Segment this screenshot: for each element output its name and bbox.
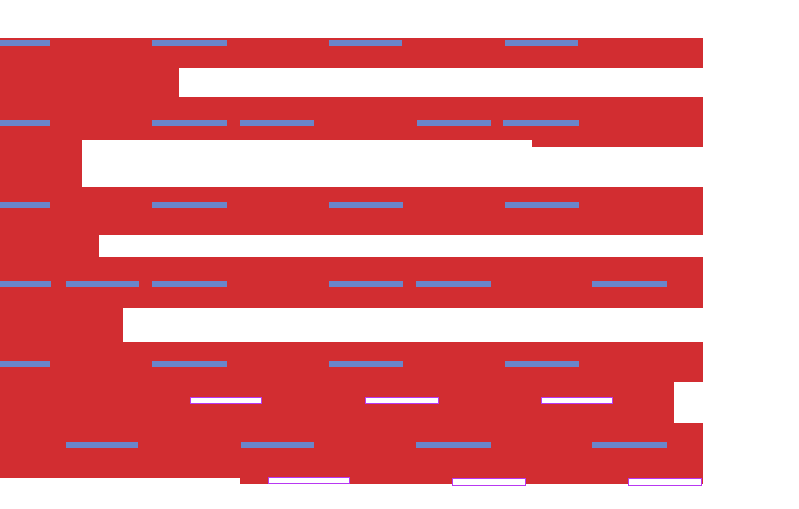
highlighted-field-bar[interactable] (365, 397, 439, 404)
link-underline-bar[interactable] (240, 120, 314, 126)
link-underline-bar[interactable] (152, 202, 227, 208)
link-underline-bar[interactable] (329, 281, 403, 287)
text-block (0, 140, 82, 187)
link-underline-bar[interactable] (505, 202, 579, 208)
link-underline-bar[interactable] (329, 361, 403, 367)
link-underline-bar[interactable] (329, 40, 402, 46)
link-underline-bar[interactable] (152, 120, 227, 126)
link-underline-bar[interactable] (66, 442, 138, 448)
highlighted-field-bar[interactable] (452, 478, 526, 486)
link-underline-bar[interactable] (0, 281, 51, 287)
link-underline-bar[interactable] (503, 120, 579, 126)
highlighted-field-bar[interactable] (190, 397, 262, 404)
link-underline-bar[interactable] (152, 281, 227, 287)
text-block (240, 423, 703, 484)
text-block (0, 308, 123, 342)
highlighted-field-bar[interactable] (268, 477, 350, 484)
link-underline-bar[interactable] (416, 281, 491, 287)
link-underline-bar[interactable] (0, 120, 50, 126)
link-underline-bar[interactable] (152, 361, 227, 367)
link-underline-bar[interactable] (505, 40, 578, 46)
link-underline-bar[interactable] (592, 442, 667, 448)
highlighted-field-bar[interactable] (628, 478, 702, 486)
link-underline-bar[interactable] (0, 40, 50, 46)
text-block (0, 97, 532, 140)
link-underline-bar[interactable] (329, 202, 403, 208)
link-underline-bar[interactable] (0, 202, 50, 208)
text-block (0, 68, 179, 97)
text-block (0, 235, 99, 257)
link-underline-bar[interactable] (592, 281, 667, 287)
link-underline-bar[interactable] (416, 442, 491, 448)
text-block (0, 187, 703, 235)
link-underline-bar[interactable] (66, 281, 139, 287)
link-underline-bar[interactable] (417, 120, 491, 126)
link-underline-bar[interactable] (152, 40, 227, 46)
link-underline-bar[interactable] (0, 361, 50, 367)
link-underline-bar[interactable] (241, 442, 314, 448)
text-block (0, 423, 240, 478)
highlighted-field-bar[interactable] (541, 397, 613, 404)
link-underline-bar[interactable] (505, 361, 579, 367)
